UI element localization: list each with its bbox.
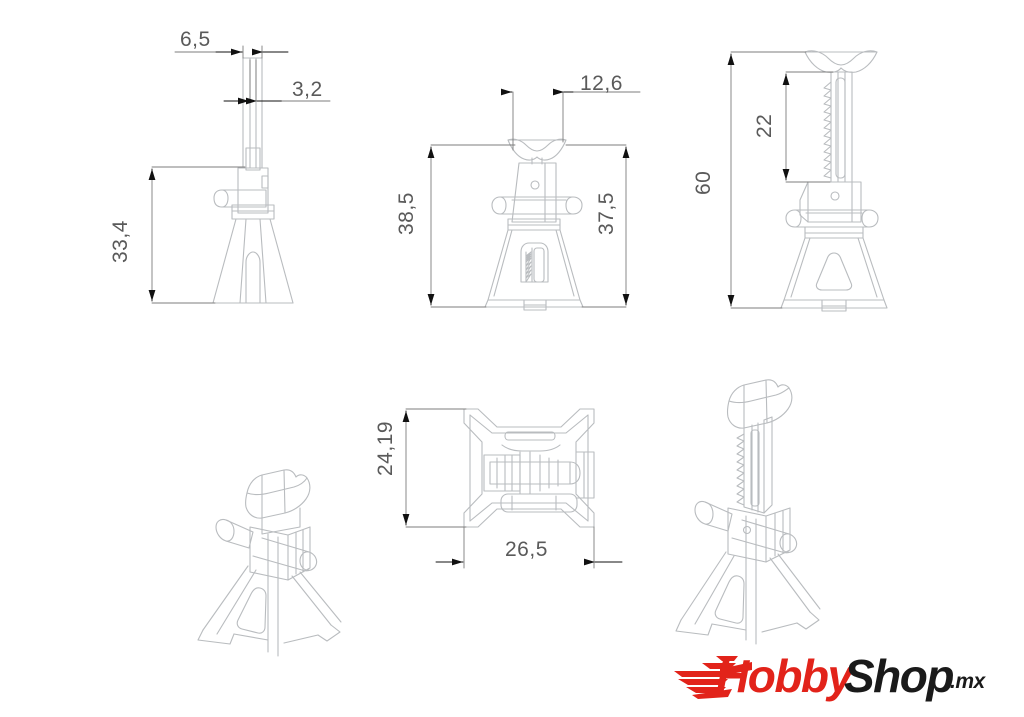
dimension-label-24-19: 24,19 [374,420,397,476]
view-side-elevation-extended [780,50,888,312]
view-front-elevation-collapsed [484,138,584,311]
logo-text-shop: Shop [844,650,954,702]
logo-text-hobby: Hobby [716,650,853,702]
dimension-label-37-5: 37,5 [595,192,618,235]
logo-swoosh-icon [674,656,752,699]
dimension-label-3-2: 3,2 [292,78,323,101]
logo-text-tld: .mx [950,670,985,693]
hobbyshop-logo: Hobby Shop .mx [672,643,992,705]
dimension-label-22: 22 [753,113,776,138]
dimension-label-33-4: 33,4 [109,220,132,263]
view-top-plan-base [463,408,595,528]
dimension-label-12-6: 12,6 [580,72,623,95]
dimension-label-6-5: 6,5 [180,28,211,51]
dimension-label-26-5: 26,5 [505,538,548,561]
dimension-label-60: 60 [692,170,715,195]
dimension-lines [148,45,834,569]
view-isometric-extended [675,379,821,645]
dimension-label-38-5: 38,5 [395,192,418,235]
view-isometric-collapsed [197,469,342,657]
view-side-elevation-collapsed [212,57,294,304]
drawing-geometry [148,45,888,657]
